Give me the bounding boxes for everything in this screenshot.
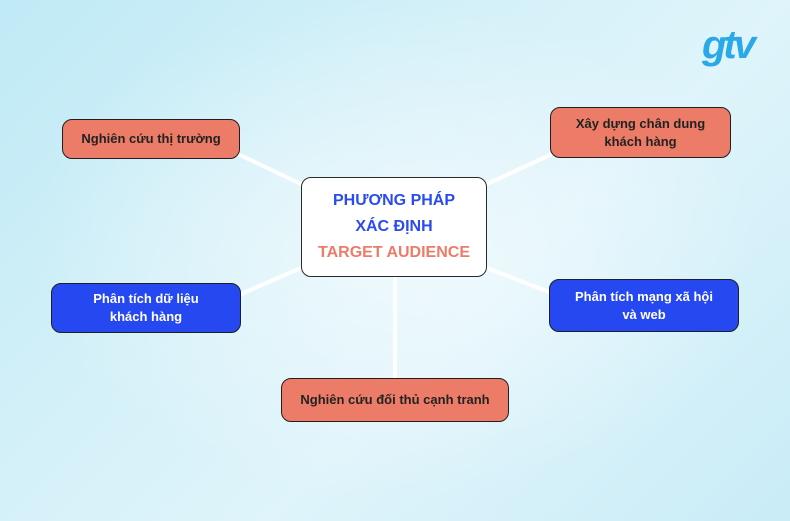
center-topic: PHƯƠNG PHÁP XÁC ĐỊNH TARGET AUDIENCE: [301, 177, 487, 277]
center-title-line3: TARGET AUDIENCE: [318, 244, 470, 261]
center-title-line1: PHƯƠNG PHÁP: [332, 192, 456, 209]
connector-persona: [485, 153, 552, 186]
node-persona: Xây dựng chân dung khách hàng: [550, 107, 731, 158]
connector-market-research: [238, 153, 303, 186]
gtv-logo-text: gtv: [701, 23, 759, 67]
gtv-logo: gtv: [701, 23, 762, 67]
connector-social-web: [485, 266, 551, 294]
node-customer-data-line1: Phân tích dữ liệu: [93, 291, 199, 306]
node-market-research: Nghiên cứu thị trường: [62, 119, 240, 159]
node-social-web: Phân tích mạng xã hội và web: [549, 279, 739, 332]
node-competitor: Nghiên cứu đối thủ cạnh tranh: [281, 378, 509, 422]
node-market-research-line1: Nghiên cứu thị trường: [81, 131, 221, 146]
node-customer-data-line2: khách hàng: [109, 309, 183, 324]
node-competitor-line1: Nghiên cứu đối thủ cạnh tranh: [300, 392, 490, 407]
node-social-web-line2: và web: [622, 306, 666, 322]
node-persona-line1: Xây dựng chân dung: [575, 115, 706, 131]
node-social-web-line1: Phân tích mạng xã hội: [575, 288, 713, 304]
node-customer-data: Phân tích dữ liệu khách hàng: [51, 283, 241, 333]
node-persona-line2: khách hàng: [604, 133, 677, 149]
center-title-line2: XÁC ĐỊNH: [355, 218, 433, 235]
connector-customer-data: [239, 266, 303, 296]
